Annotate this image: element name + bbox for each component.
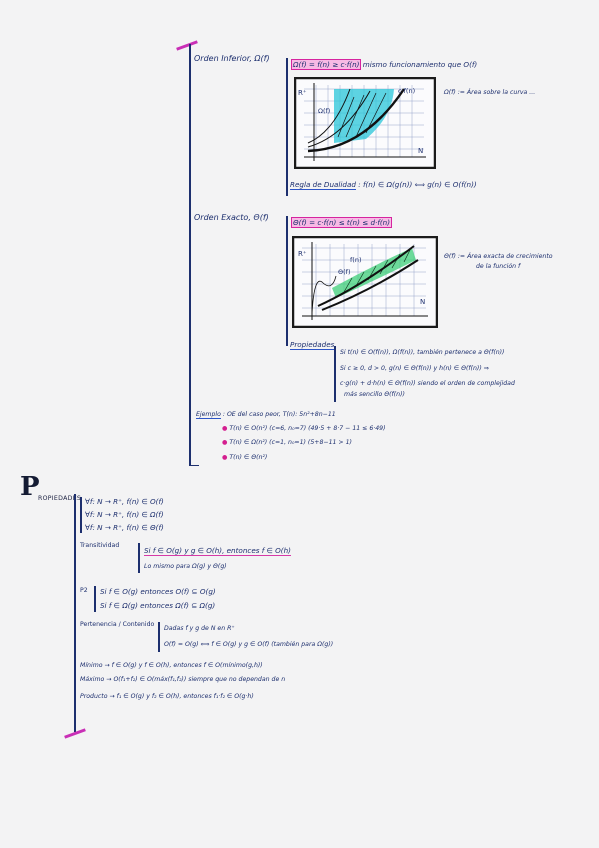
section-tree-end	[189, 465, 199, 467]
duality-rule: Regla de Dualidad : f(n) ∈ Ω(g(n)) ⟺ g(n…	[290, 180, 477, 190]
theta-props-label-text: Propiedades	[290, 340, 335, 350]
rules-bracket	[80, 497, 82, 533]
pertenencia-label: Pertenencia / Contenido	[80, 621, 155, 628]
omega-bracket	[286, 58, 288, 196]
minimo-rule: Mínimo → f ∈ O(g) y f ∈ O(h), entonces f…	[80, 662, 263, 669]
omega-graph-omega-label: Ω(f)	[318, 107, 330, 115]
pertenencia-1: Dadas f y g de N en R⁺	[164, 625, 235, 632]
omega-graph-yaxis: R⁺	[298, 89, 307, 97]
example-item-3-text: T(n) ∈ Θ(n²)	[229, 454, 268, 461]
example-label: Ejemplo	[196, 411, 221, 419]
p2-1: Si f ∈ O(g) entonces O(f) ⊆ O(g)	[100, 587, 216, 596]
duality-rule-label: Regla de Dualidad	[290, 180, 356, 190]
transitividad-label: Transitividad	[80, 542, 120, 549]
theta-graph: R⁺ N f(n) Θ(f)	[292, 236, 438, 328]
p2-bracket	[94, 586, 96, 612]
transitividad-1-text: Si f ∈ O(g) y g ∈ O(h), entonces f ∈ O(h…	[144, 546, 291, 556]
theta-side-note-1: Θ(f) := Área exacta de crecimiento	[444, 253, 553, 260]
theta-prop-1: Si t(n) ∈ O(f(n)), Ω(f(n)), también pert…	[340, 349, 505, 356]
p2-label: P2	[80, 587, 88, 594]
example-item-2-text: T(n) ∈ Ω(n²) (c=1, n₀=1) (5+8−11 > 1)	[229, 439, 352, 446]
example-item-1: ● T(n) ∈ O(n²) (c=6, n₀=7) (49·5 + 8·7 −…	[222, 425, 386, 432]
rule-1: ∀f: N → R⁺, f(n) ∈ O(f)	[85, 497, 164, 506]
top-pink-marker	[176, 40, 198, 51]
omega-side-note: Ω(f) := Área sobre la curva ...	[444, 89, 536, 96]
omega-definition: Ω(f) = f(n) ≥ c·f(n) mismo funcionamient…	[290, 59, 478, 70]
rule-3: ∀f: N → R⁺, f(n) ∈ Θ(f)	[85, 523, 164, 532]
pertenencia-bracket	[158, 622, 160, 652]
theta-prop-4: más sencillo Θ(f(n))	[344, 391, 405, 398]
transitividad-bracket	[138, 543, 140, 573]
theta-bracket	[286, 216, 288, 346]
p2-2: Si f ∈ Ω(g) entonces Ω(f) ⊆ Ω(g)	[100, 601, 216, 610]
omega-graph-xaxis: N	[418, 147, 423, 155]
theta-title: Orden Exacto, Θ(f)	[194, 213, 269, 222]
omega-graph-curve-label: c·f(n)	[398, 87, 415, 95]
theta-graph-xaxis: N	[420, 298, 425, 306]
omega-graph: R⁺ N c·f(n) Ω(f)	[294, 77, 436, 169]
transitividad-2: Lo mismo para Ω(g) y Θ(g)	[144, 563, 227, 570]
propiedades-tree-line	[74, 494, 76, 732]
theta-graph-yaxis: R⁺	[298, 250, 307, 258]
theta-definition-formula: Θ(f) = c·f(n) ≤ t(n) ≤ d·f(n)	[290, 217, 393, 228]
theta-graph-fn-label: f(n)	[350, 256, 361, 264]
theta-props-label: Propiedades	[290, 340, 335, 350]
producto-rule: Producto → f₁ ∈ O(g) y f₂ ∈ O(h), entonc…	[80, 693, 254, 700]
maximo-rule: Máximo → O(f₁+f₂) ∈ O(máx(f₁,f₂)) siempr…	[80, 676, 286, 683]
example-intro-text: OE del caso peor, T(n): 5n²+8n−11	[226, 411, 336, 418]
theta-definition: Θ(f) = c·f(n) ≤ t(n) ≤ d·f(n)	[290, 217, 393, 228]
theta-props-bracket	[334, 346, 336, 402]
theta-prop-2: Si c ≥ 0, d > 0, g(n) ∈ Θ(f(n)) y h(n) ∈…	[340, 365, 489, 372]
propiedades-title-rest: ROPIEDADES	[38, 495, 82, 502]
omega-bound-curve	[307, 88, 405, 153]
omega-definition-formula: Ω(f) = f(n) ≥ c·f(n)	[290, 59, 362, 70]
theta-upper-bound	[317, 245, 415, 307]
example-item-3: ● T(n) ∈ Θ(n²)	[222, 454, 268, 461]
example-item-1-text: T(n) ∈ O(n²) (c=6, n₀=7) (49·5 + 8·7 − 1…	[229, 425, 386, 432]
omega-title: Orden Inferior, Ω(f)	[194, 54, 270, 63]
example-intro: Ejemplo : OE del caso peor, T(n): 5n²+8n…	[196, 411, 336, 419]
propiedades-big-letter: P	[20, 472, 40, 502]
pertenencia-2: O(f) = O(g) ⟺ f ∈ O(g) y g ∈ O(f) (tambi…	[164, 641, 334, 648]
theta-prop-3: c·g(n) + d·h(n) ∈ Θ(f(n)) siendo el orde…	[340, 380, 515, 387]
duality-rule-formula: f(n) ∈ Ω(g(n)) ⟺ g(n) ∈ O(f(n))	[362, 180, 477, 189]
section-tree-line	[189, 44, 191, 466]
theta-lower-bound	[321, 259, 419, 311]
transitividad-1: Si f ∈ O(g) y g ∈ O(h), entonces f ∈ O(h…	[144, 546, 291, 556]
theta-side-note-2: de la función f	[476, 263, 521, 270]
rule-2: ∀f: N → R⁺, f(n) ∈ Ω(f)	[85, 510, 164, 519]
theta-graph-theta-label: Θ(f)	[338, 268, 350, 276]
example-item-2: ● T(n) ∈ Ω(n²) (c=1, n₀=1) (5+8−11 > 1)	[222, 439, 352, 446]
omega-definition-note: mismo funcionamiento que O(f)	[362, 60, 478, 69]
